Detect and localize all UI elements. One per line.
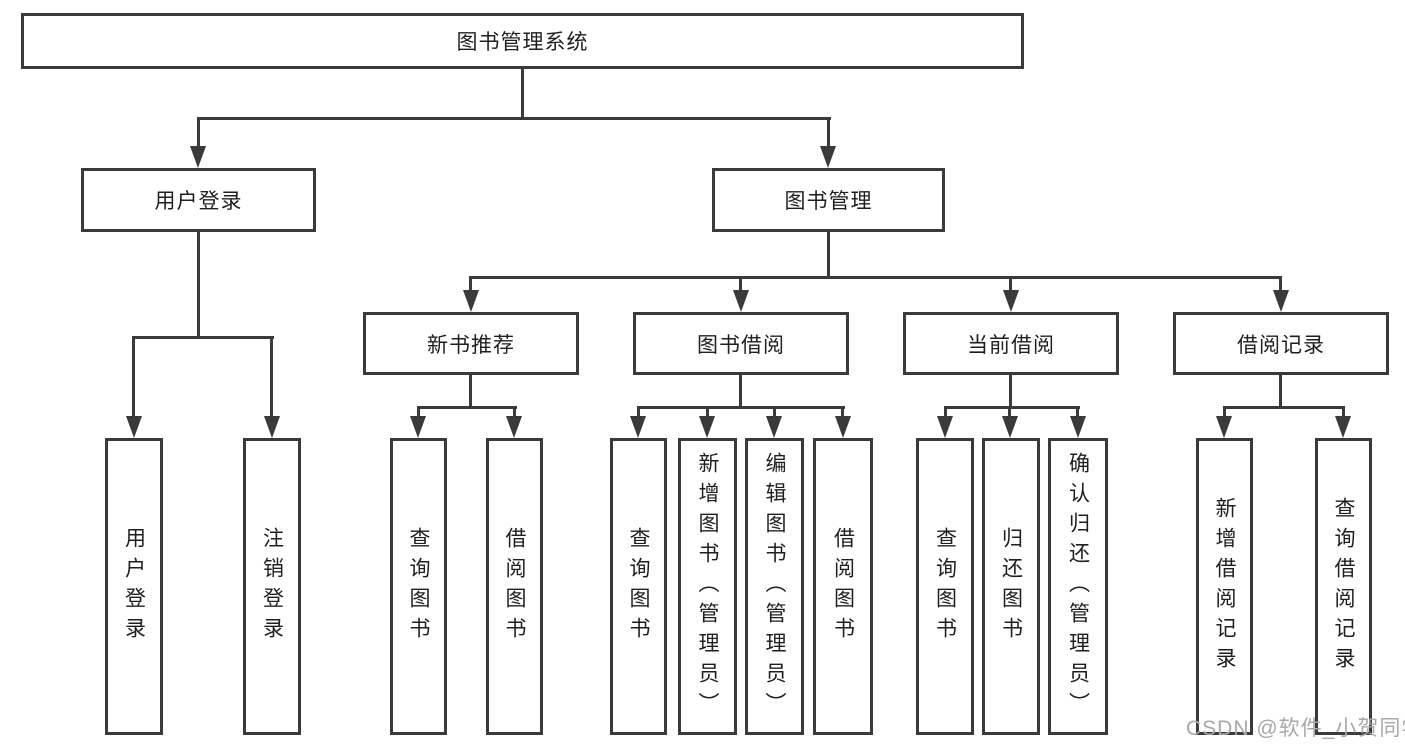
connector-line (827, 232, 830, 276)
connector-line (132, 336, 274, 339)
node-book-management-label: 图书管理 (784, 190, 873, 213)
arrow-down-icon (463, 290, 479, 312)
arrow-down-icon (937, 416, 953, 438)
connector-line (417, 409, 420, 417)
arrow-down-icon (1273, 290, 1289, 312)
connector-line (469, 279, 472, 291)
arrow-down-icon (126, 416, 142, 438)
node-book-borrow: 图书借阅 (633, 312, 849, 375)
connector-line (739, 279, 742, 291)
connector-line (1279, 375, 1282, 407)
leaf-borrow-books: 借阅图书 (813, 438, 873, 735)
node-new-book-recommend: 新书推荐 (363, 312, 579, 375)
arrow-down-icon (1216, 416, 1232, 438)
leaf-add-book-admin: 新增图书（管理员） (678, 438, 737, 735)
leaf-query-books-borrow-label: 查询图书 (627, 526, 650, 647)
leaf-query-books-current-label: 查询图书 (933, 526, 957, 647)
leaf-query-borrow-record: 查询借阅记录 (1315, 438, 1372, 735)
connector-line (637, 409, 640, 417)
leaf-return-book-label: 归还图书 (999, 526, 1023, 647)
connector-line (1342, 409, 1345, 417)
connector-line (1076, 409, 1079, 417)
connector-line (469, 375, 472, 407)
node-current-borrow: 当前借阅 (903, 312, 1119, 375)
connector-line (197, 117, 831, 120)
connector-line (1223, 406, 1345, 409)
node-root: 图书管理系统 (21, 13, 1024, 69)
connector-line (197, 120, 200, 148)
leaf-add-book-admin-label: 新增图书（管理员） (696, 451, 719, 722)
connector-line (270, 339, 273, 416)
node-borrow-records: 借阅记录 (1173, 312, 1389, 375)
node-current-borrow-label: 当前借阅 (967, 333, 1055, 357)
leaf-confirm-return-admin-label: 确认归还（管理员） (1066, 451, 1090, 722)
connector-line (1223, 409, 1226, 417)
connector-line (739, 375, 742, 407)
arrow-down-icon (835, 416, 851, 438)
leaf-confirm-return-admin: 确认归还（管理员） (1048, 438, 1108, 735)
connector-line (944, 406, 1080, 409)
arrow-down-icon (1003, 290, 1019, 312)
arrow-down-icon (1335, 416, 1351, 438)
csdn-watermark: CSDN @软件_小贺同学 (1186, 717, 1405, 740)
leaf-borrow-books-recommend: 借阅图书 (486, 438, 543, 735)
leaf-query-books-recommend-label: 查询图书 (407, 526, 430, 647)
leaf-borrow-books-recommend-label: 借阅图书 (503, 526, 526, 647)
arrow-down-icon (630, 416, 646, 438)
connector-line (944, 409, 947, 417)
connector-line (1279, 279, 1282, 291)
connector-line (132, 339, 135, 416)
leaf-query-borrow-record-label: 查询借阅记录 (1332, 496, 1355, 677)
node-root-label: 图书管理系统 (456, 31, 589, 54)
leaf-add-borrow-record-label: 新增借阅记录 (1213, 496, 1236, 677)
connector-line (827, 120, 830, 148)
connector-line (1008, 409, 1011, 417)
arrow-down-icon (766, 416, 782, 438)
leaf-edit-book-admin: 编辑图书（管理员） (745, 438, 804, 735)
leaf-user-login: 用户登录 (105, 438, 163, 735)
leaf-query-books-current: 查询图书 (916, 438, 974, 735)
node-borrow-records-label: 借阅记录 (1237, 333, 1325, 357)
arrow-down-icon (506, 416, 522, 438)
leaf-borrow-books-label: 借阅图书 (831, 526, 855, 647)
connector-line (637, 406, 845, 409)
leaf-logout: 注销登录 (243, 438, 301, 735)
node-book-borrow-label: 图书借阅 (697, 333, 785, 357)
leaf-user-login-label: 用户登录 (122, 526, 146, 647)
connector-line (1009, 279, 1012, 291)
node-user-login: 用户登录 (81, 168, 316, 232)
connector-line (521, 69, 524, 119)
arrow-down-icon (1070, 416, 1086, 438)
leaf-return-book: 归还图书 (982, 438, 1040, 735)
arrow-down-icon (410, 416, 426, 438)
arrow-down-icon (733, 290, 749, 312)
connector-line (1009, 375, 1012, 407)
connector-line (773, 409, 776, 417)
arrow-down-icon (264, 416, 280, 438)
connector-line (841, 409, 844, 417)
leaf-query-books-recommend: 查询图书 (390, 438, 447, 735)
arrow-down-icon (190, 146, 206, 168)
leaf-query-books-borrow: 查询图书 (610, 438, 667, 735)
connector-line (706, 409, 709, 417)
leaf-add-borrow-record: 新增借阅记录 (1196, 438, 1253, 735)
node-new-book-recommend-label: 新书推荐 (427, 333, 515, 357)
connector-line (417, 406, 517, 409)
arrow-down-icon (1002, 416, 1018, 438)
leaf-logout-label: 注销登录 (260, 526, 284, 647)
node-book-management: 图书管理 (712, 168, 945, 232)
leaf-edit-book-admin-label: 编辑图书（管理员） (763, 451, 786, 722)
arrow-down-icon (699, 416, 715, 438)
connector-line (469, 276, 1282, 279)
connector-line (197, 232, 200, 336)
connector-line (513, 409, 516, 417)
node-user-login-label: 用户登录 (154, 190, 243, 213)
arrow-down-icon (820, 146, 836, 168)
